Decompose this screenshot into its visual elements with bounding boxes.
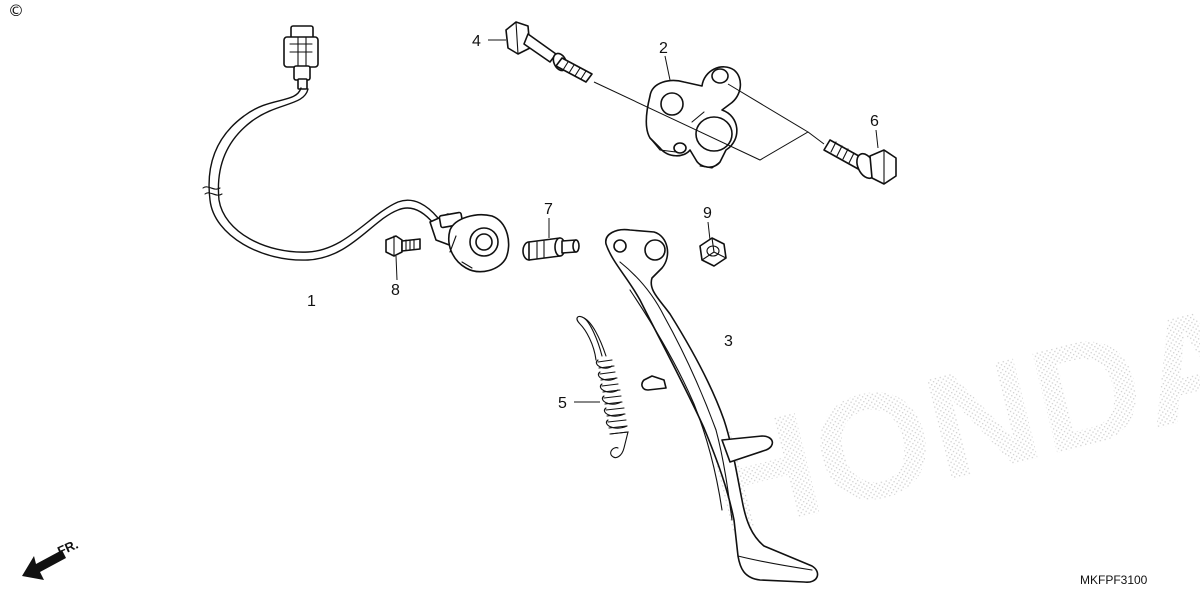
connector	[283, 25, 319, 90]
switch-body	[429, 211, 510, 273]
callout-6: 6	[870, 113, 879, 130]
arrow-left-icon	[22, 550, 66, 580]
diagram-code: MKFPF3100	[1080, 573, 1148, 587]
part-3-side-stand	[605, 228, 819, 583]
part-1-side-stand-switch	[202, 25, 510, 273]
part-6-flange-bolt	[823, 139, 897, 185]
callout-7: 7	[544, 201, 553, 218]
direction-label: FR.	[55, 537, 80, 559]
watermark-logo: HONDA	[691, 271, 1200, 567]
copyright-mark: ©	[8, 1, 24, 20]
part-4-long-bolt	[505, 21, 593, 83]
front-direction-arrow: FR.	[22, 537, 80, 580]
part-9-nut	[699, 237, 727, 267]
callout-2: 2	[659, 40, 668, 57]
callout-4: 4	[472, 33, 481, 50]
callout-1: 1	[307, 293, 316, 310]
part-8-bolt	[385, 235, 421, 257]
part-7-collar	[522, 237, 580, 261]
callout-8: 8	[391, 282, 400, 299]
callout-9: 9	[703, 205, 712, 222]
part-2-bracket	[645, 66, 742, 169]
callout-3: 3	[724, 333, 733, 350]
part-5-spring	[576, 315, 629, 459]
callout-5: 5	[558, 395, 567, 412]
